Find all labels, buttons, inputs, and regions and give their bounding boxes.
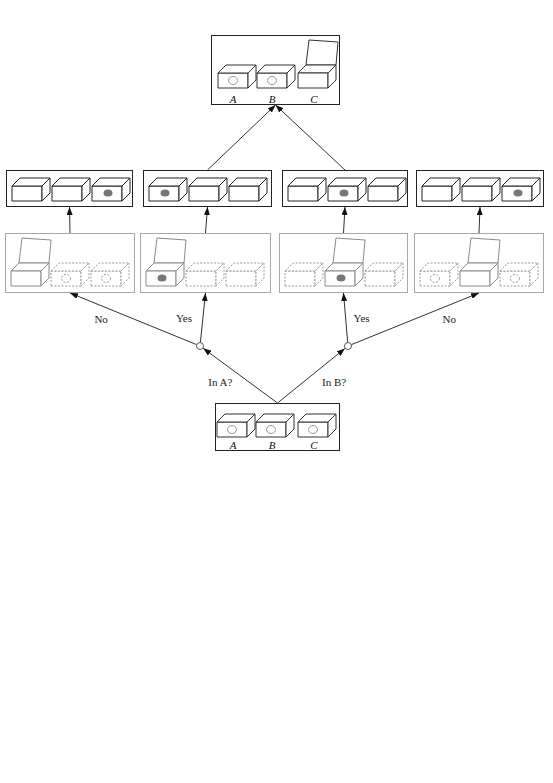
decision-circle-outline — [345, 343, 352, 350]
closed-box — [422, 178, 460, 201]
dotted-box — [420, 263, 458, 286]
box-letter: A — [230, 93, 237, 105]
open-box — [11, 238, 51, 286]
empty-ring — [62, 275, 71, 283]
closed-box — [328, 178, 366, 201]
empty-ring — [228, 426, 237, 434]
box-letter: C — [310, 439, 317, 451]
empty-ring — [511, 275, 520, 283]
decision-circle — [344, 342, 352, 350]
closed-box — [12, 178, 50, 201]
connector-arrow — [344, 293, 348, 342]
connector-arrow — [479, 207, 480, 233]
closed-box — [92, 178, 130, 201]
dotted-box — [91, 263, 129, 286]
box-letter: A — [230, 439, 237, 451]
closed-box — [502, 178, 540, 201]
empty-ring — [431, 275, 440, 283]
decision-circle — [196, 342, 204, 350]
state-frame — [279, 233, 408, 293]
edge-label: Yes — [354, 312, 370, 324]
dotted-box — [51, 263, 89, 286]
connector-arrow — [344, 207, 346, 233]
edge-label: In A? — [208, 376, 232, 388]
closed-box — [229, 178, 267, 201]
box-letter: B — [269, 439, 276, 451]
connector-arrow — [206, 207, 208, 233]
state-frame — [140, 233, 271, 293]
closed-box — [217, 414, 255, 437]
state-frame: A B C — [215, 403, 340, 451]
state-frame — [6, 170, 133, 207]
open-box — [146, 238, 186, 286]
connector-arrow — [200, 293, 205, 342]
dotted-box — [285, 263, 323, 286]
closed-box — [298, 414, 336, 437]
open-box — [460, 238, 500, 286]
empty-ring — [229, 77, 238, 85]
closed-box — [257, 65, 295, 88]
connector-arrow — [69, 207, 71, 233]
decision-circle-outline — [197, 343, 204, 350]
dotted-box — [226, 263, 264, 286]
open-box — [325, 238, 365, 286]
decision-point — [196, 342, 204, 350]
state-frame — [143, 170, 272, 207]
open-box — [298, 40, 338, 88]
connector-arrow — [352, 293, 479, 345]
connector-arrow — [278, 349, 345, 403]
edge-label: In B? — [322, 376, 346, 388]
connector-arrow — [208, 105, 276, 170]
empty-ring — [268, 77, 277, 85]
ball — [161, 190, 170, 197]
box-letter: B — [269, 93, 276, 105]
box-letter: C — [310, 93, 317, 105]
closed-box — [256, 414, 294, 437]
edge-label: No — [94, 313, 107, 325]
dotted-box — [500, 263, 538, 286]
state-frame — [5, 233, 135, 293]
empty-ring — [102, 275, 111, 283]
state-frame — [414, 233, 544, 293]
closed-box — [189, 178, 227, 201]
connector-group — [70, 105, 481, 403]
dotted-box — [365, 263, 403, 286]
edge-label: No — [443, 313, 456, 325]
ball — [158, 275, 167, 282]
state-frame: A B C — [211, 35, 340, 105]
closed-box — [149, 178, 187, 201]
ball — [340, 190, 349, 197]
closed-box — [218, 65, 256, 88]
decision-point — [344, 342, 352, 350]
closed-box — [462, 178, 500, 201]
empty-ring — [267, 426, 276, 434]
state-frame — [282, 170, 408, 207]
closed-box — [288, 178, 326, 201]
empty-ring — [309, 426, 318, 434]
ball — [514, 190, 523, 197]
ball — [104, 190, 113, 197]
closed-box — [52, 178, 90, 201]
connector-arrow — [276, 105, 346, 170]
connector-arrow — [203, 348, 277, 403]
state-frame — [416, 170, 544, 207]
ball — [337, 275, 346, 282]
connector-arrow — [70, 293, 196, 344]
dotted-box — [186, 263, 224, 286]
closed-box — [368, 178, 406, 201]
edge-label: Yes — [176, 312, 192, 324]
